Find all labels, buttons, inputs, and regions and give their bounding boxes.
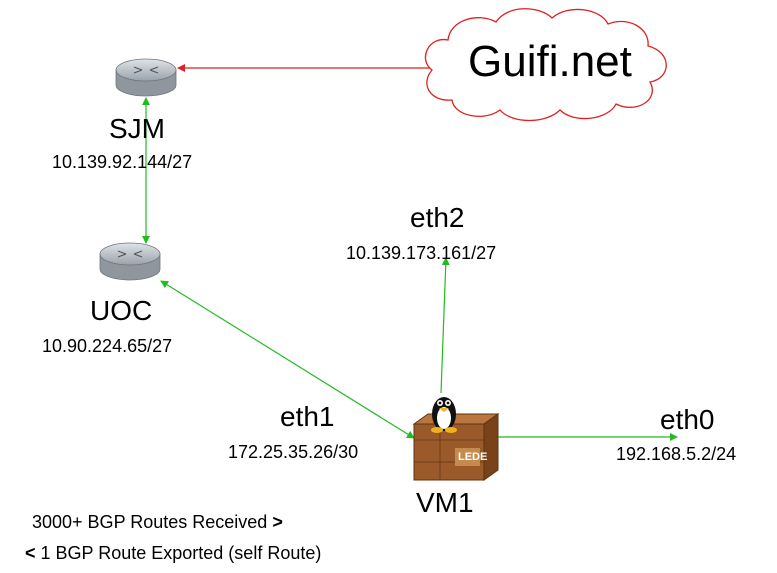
link-uoc-vm1 (160, 280, 415, 439)
bgp-exported-text: 1 BGP Route Exported (self Route) (40, 543, 322, 563)
received-arrow: > (272, 512, 283, 532)
eth1-ip: 172.25.35.26/30 (228, 442, 359, 462)
sjm-subnet: 10.139.92.144/27 (52, 152, 193, 172)
eth0-ip: 192.168.5.2/24 (616, 444, 737, 464)
vm1-name: VM1 (416, 487, 474, 518)
sjm-router-icon (115, 58, 177, 97)
eth2-ip: 10.139.173.161/27 (346, 243, 497, 263)
uoc-router-icon (99, 242, 161, 281)
eth1-name: eth1 (280, 401, 335, 432)
uoc-subnet: 10.90.224.65/27 (42, 336, 173, 356)
bgp-received-text: 3000+ BGP Routes Received (32, 512, 268, 532)
lede-badge: LEDE (458, 451, 488, 463)
eth2-name: eth2 (410, 202, 465, 233)
sjm-name: SJM (109, 113, 165, 144)
eth0-name: eth0 (660, 404, 715, 435)
bgp-received-line: 3000+ BGP Routes Received > (32, 512, 283, 533)
cloud-icon (424, 8, 667, 122)
vm1-box-icon (412, 413, 500, 481)
exported-arrow: < (25, 543, 36, 563)
link-vm1-eth2 (440, 257, 450, 394)
uoc-name: UOC (90, 295, 153, 326)
tux-icon (431, 397, 457, 433)
cloud-label: Guifi.net (468, 37, 632, 86)
bgp-exported-line: < 1 BGP Route Exported (self Route) (25, 543, 321, 564)
